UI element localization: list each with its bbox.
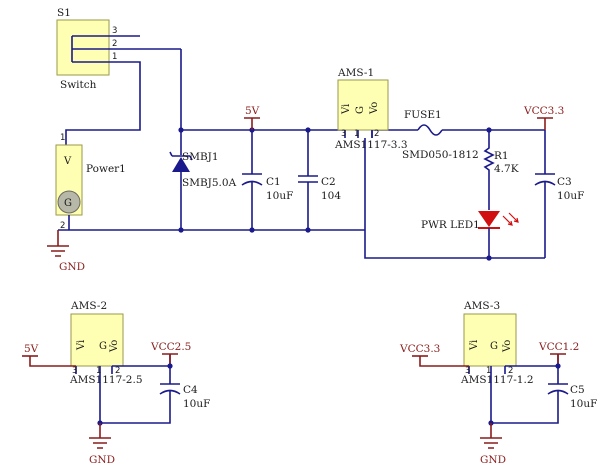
ams3-value: AMS1117-1.2 xyxy=(460,374,534,386)
ams1-ref: AMS-1 xyxy=(337,67,374,79)
switch-pin-2: 2 xyxy=(112,39,117,49)
ams2-pin-vo: Vo xyxy=(109,340,120,353)
r1-ref: R1 xyxy=(494,150,509,162)
power-pin2-label: G xyxy=(64,198,72,209)
net-5v-ams2: 5V xyxy=(24,343,39,355)
switch-value: Switch xyxy=(60,79,97,91)
ams3-pinnum-1: 1 xyxy=(486,366,491,376)
ams1-value: AMS1117-3.3 xyxy=(334,139,408,151)
c5-ref: C5 xyxy=(570,384,585,396)
ams2-pinnum-2: 2 xyxy=(115,366,120,376)
ams1-pin-vi: Vi xyxy=(341,104,352,115)
ams3-pinnum-3: 3 xyxy=(465,366,470,376)
r1-value: 4.7K xyxy=(494,163,519,175)
ams2-pinnum-3: 3 xyxy=(72,366,77,376)
regulator-ams3[interactable] xyxy=(463,313,517,374)
net-vcc25: VCC2.5 xyxy=(150,341,191,353)
tvs-diode-smbj1[interactable] xyxy=(169,130,193,230)
ams3-pin-vo: Vo xyxy=(502,340,513,353)
rail-gnd-right xyxy=(364,138,545,259)
led-pwr-led1[interactable] xyxy=(478,211,519,258)
ams1-pinnum-2: 2 xyxy=(374,129,379,139)
ams3-pinnum-2: 2 xyxy=(508,366,513,376)
c4-value: 10uF xyxy=(183,398,210,410)
resistor-r1[interactable] xyxy=(483,130,495,210)
c2-ref: C2 xyxy=(321,176,336,188)
net-5v-top: 5V xyxy=(245,105,260,117)
ams1-pin-g: G xyxy=(355,106,366,114)
net-vcc12: VCC1.2 xyxy=(538,341,579,353)
c3-ref: C3 xyxy=(557,176,572,188)
switch-pin-3: 3 xyxy=(112,26,117,36)
fuse-fuse1[interactable] xyxy=(417,124,443,136)
ams2-ref: AMS-2 xyxy=(70,300,107,312)
net-gnd-ams2: GND xyxy=(89,454,115,466)
power-pin-1: 1 xyxy=(60,133,65,143)
power-symbol-vcc33-ams3 xyxy=(419,356,469,367)
capacitor-c3[interactable] xyxy=(534,130,556,258)
ams1-pinnum-1: 1 xyxy=(354,129,359,139)
ams3-pin-g: G xyxy=(490,341,498,352)
capacitor-c4[interactable] xyxy=(99,366,181,424)
ams3-pin-vi: Vi xyxy=(469,340,480,351)
net-vcc33-top: VCC3.3 xyxy=(523,105,564,117)
ams2-pinnum-1: 1 xyxy=(96,366,101,376)
fuse-ref: FUSE1 xyxy=(404,109,442,121)
regulator-ams1[interactable] xyxy=(337,79,389,138)
ams2-value: AMS1117-2.5 xyxy=(69,374,143,386)
switch-ref: S1 xyxy=(57,7,71,19)
power-symbol-vcc33-top xyxy=(537,117,553,130)
c1-ref: C1 xyxy=(266,176,281,188)
power-connector-ref: Power1 xyxy=(86,163,126,175)
switch-pin-1: 1 xyxy=(112,52,117,62)
capacitor-c5[interactable] xyxy=(490,366,569,424)
power-connector[interactable] xyxy=(55,144,83,230)
net-vcc33-ams3: VCC3.3 xyxy=(399,343,440,355)
c2-value: 104 xyxy=(321,190,341,202)
tvs-value: SMBJ5.0A xyxy=(182,177,237,189)
ground-symbol-ams3 xyxy=(480,423,502,449)
fuse-value: SMD050-1812 xyxy=(402,149,479,161)
tvs-ref: SMBJ1 xyxy=(182,151,219,163)
ams3-ref: AMS-3 xyxy=(463,300,500,312)
net-gnd-ams3: GND xyxy=(480,454,506,466)
c3-value: 10uF xyxy=(557,190,584,202)
c1-value: 10uF xyxy=(266,190,293,202)
ams1-pinnum-3: 3 xyxy=(341,129,346,139)
ams2-pin-g: G xyxy=(99,341,107,352)
ground-symbol-main xyxy=(47,230,69,257)
net-gnd-main: GND xyxy=(59,261,85,273)
power-pin1-label: V xyxy=(63,156,72,167)
ams1-pin-vo: Vo xyxy=(369,102,380,115)
led-ref: PWR LED1 xyxy=(421,219,480,231)
c5-value: 10uF xyxy=(570,398,597,410)
rail-vcc33 xyxy=(371,129,545,138)
ground-symbol-ams2 xyxy=(89,423,111,449)
power-symbol-5v-ams2 xyxy=(29,356,76,367)
capacitor-c1[interactable] xyxy=(241,130,263,230)
power-symbol-5v-top xyxy=(244,117,260,130)
regulator-ams2[interactable] xyxy=(70,313,124,374)
power-pin-2: 2 xyxy=(60,221,65,231)
c4-ref: C4 xyxy=(183,384,198,396)
ams2-pin-vi: Vi xyxy=(76,340,87,351)
capacitor-c2[interactable] xyxy=(298,130,318,230)
switch-s1[interactable] xyxy=(56,19,181,145)
rail-5v xyxy=(180,49,345,131)
